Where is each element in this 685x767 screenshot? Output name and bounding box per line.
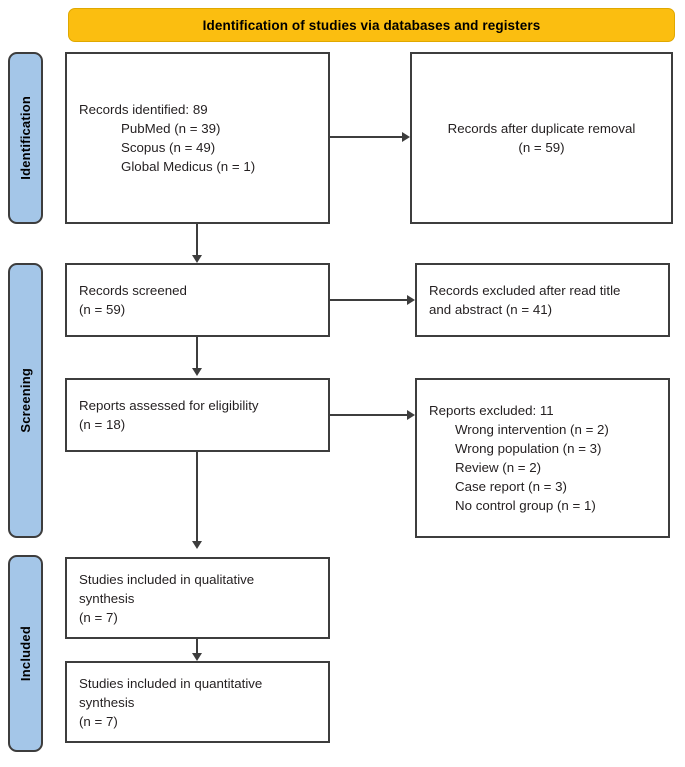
qualitative-line-1: Studies included in qualitative [79, 571, 255, 587]
qualitative-line-2: synthesis [79, 590, 135, 606]
arrowhead-identified-to-duplicates [402, 132, 410, 142]
arrowhead-eligibility-to-reports-excluded [407, 410, 415, 420]
quantitative-count: (n = 7) [79, 713, 118, 729]
reports-excluded-review: Review (n = 2) [455, 460, 542, 475]
records-identified-total: Records identified: 89 [79, 102, 208, 117]
stage-tab-identification-label: Identification [18, 96, 33, 180]
box-records-excluded-title-abstract: Records excluded after read title and ab… [415, 263, 670, 337]
arrowhead-eligibility-to-qualitative [192, 541, 202, 549]
screened-count: (n = 59) [79, 302, 126, 317]
connector-eligibility-to-reports-excluded [330, 414, 407, 416]
quantitative-line-1: Studies included in quantitative [79, 675, 263, 691]
box-records-screened: Records screened (n = 59) [65, 263, 330, 337]
stage-tab-included: Included [8, 555, 43, 752]
box-studies-quantitative-synthesis: Studies included in quantitative synthes… [65, 661, 330, 743]
eligibility-count: (n = 18) [79, 417, 126, 432]
arrowhead-screened-to-excluded [407, 295, 415, 305]
diagram-banner: Identification of studies via databases … [68, 8, 675, 42]
connector-identified-to-screened [196, 224, 198, 255]
duplicates-count: (n = 59) [518, 140, 565, 155]
arrowhead-identified-to-screened [192, 255, 202, 263]
reports-excluded-wrong-population: Wrong population (n = 3) [455, 441, 602, 456]
stage-tab-identification: Identification [8, 52, 43, 224]
stage-tab-screening-label: Screening [18, 368, 33, 433]
qualitative-count: (n = 7) [79, 609, 118, 625]
excluded-ta-line-2: and abstract (n = 41) [429, 302, 553, 317]
connector-screened-to-excluded [330, 299, 407, 301]
records-identified-scopus: Scopus (n = 49) [121, 140, 216, 155]
arrowhead-qualitative-to-quantitative [192, 653, 202, 661]
excluded-ta-line-1: Records excluded after read title [429, 283, 621, 298]
connector-screened-to-eligibility [196, 337, 198, 368]
connector-eligibility-to-qualitative [196, 452, 198, 541]
box-reports-assessed-eligibility: Reports assessed for eligibility (n = 18… [65, 378, 330, 452]
connector-qualitative-to-quantitative [196, 639, 198, 653]
arrowhead-screened-to-eligibility [192, 368, 202, 376]
connector-identified-to-duplicates [330, 136, 402, 138]
box-reports-excluded: Reports excluded: 11 Wrong intervention … [415, 378, 670, 538]
eligibility-label: Reports assessed for eligibility [79, 398, 259, 413]
reports-excluded-case-report: Case report (n = 3) [455, 479, 567, 494]
duplicates-label: Records after duplicate removal [447, 121, 636, 136]
quantitative-line-2: synthesis [79, 694, 135, 710]
reports-excluded-wrong-intervention: Wrong intervention (n = 2) [455, 422, 609, 437]
records-identified-pubmed: PubMed (n = 39) [121, 121, 221, 136]
stage-tab-screening: Screening [8, 263, 43, 538]
box-studies-qualitative-synthesis: Studies included in qualitative synthesi… [65, 557, 330, 639]
reports-excluded-total: Reports excluded: 11 [429, 403, 554, 418]
box-records-after-duplicate-removal: Records after duplicate removal (n = 59) [410, 52, 673, 224]
stage-tab-included-label: Included [18, 625, 33, 682]
screened-label: Records screened [79, 283, 187, 298]
reports-excluded-no-control-group: No control group (n = 1) [455, 498, 596, 513]
records-identified-global-medicus: Global Medicus (n = 1) [121, 159, 256, 174]
banner-title: Identification of studies via databases … [202, 17, 541, 33]
box-records-identified: Records identified: 89 PubMed (n = 39) S… [65, 52, 330, 224]
